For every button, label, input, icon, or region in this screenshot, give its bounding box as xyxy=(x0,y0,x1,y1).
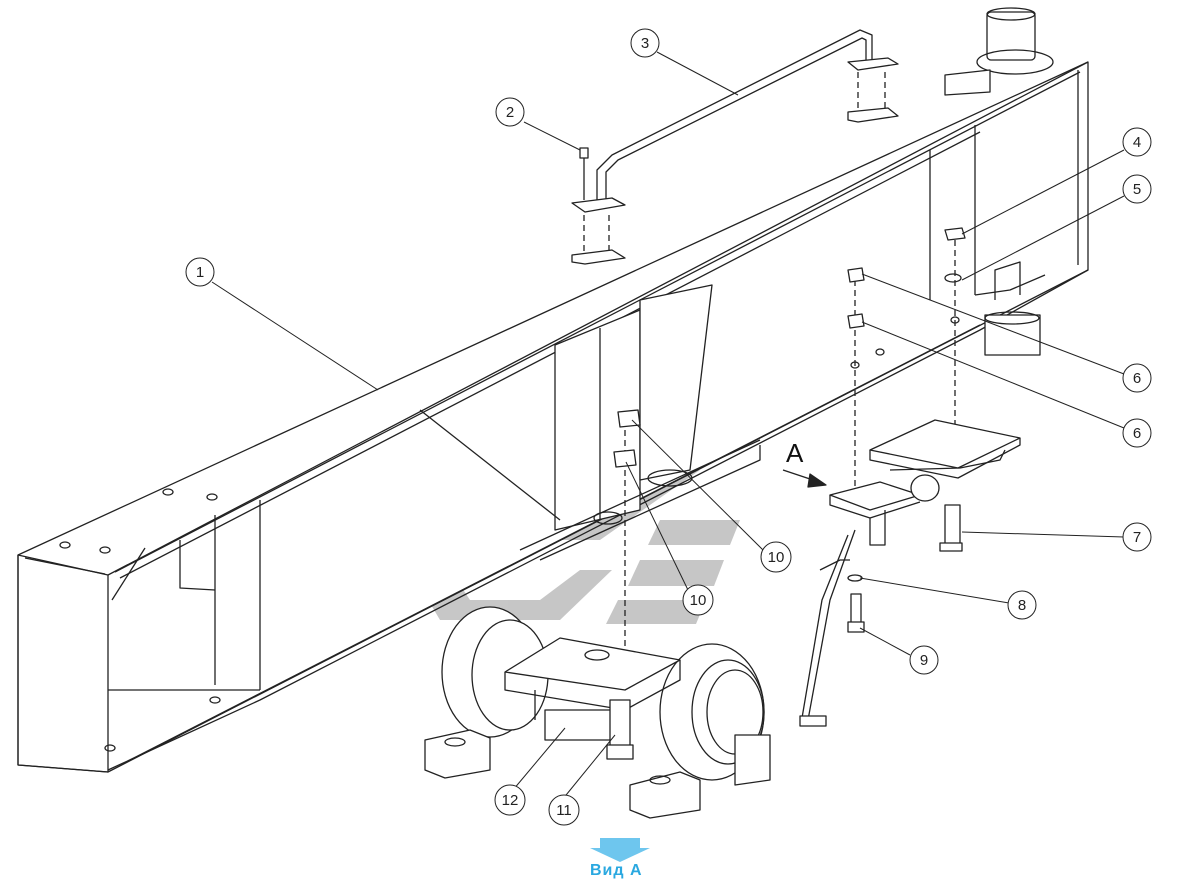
beam-holes xyxy=(59,316,960,752)
callout-5: 5 xyxy=(1122,174,1152,204)
wheel-assembly xyxy=(424,606,771,819)
bracket-assembly xyxy=(799,419,1021,727)
svg-text:10: 10 xyxy=(768,549,785,566)
callout-10b: 10 xyxy=(682,584,714,616)
svg-text:1: 1 xyxy=(196,264,204,281)
fastener-axes xyxy=(613,227,966,690)
callout-11: 11 xyxy=(548,794,580,826)
view-a-arrow xyxy=(782,469,827,488)
callouts: 1 2 3 4 5 6 6 7 8 9 10 10 11 12 xyxy=(185,28,1152,826)
pipe xyxy=(596,29,873,206)
svg-text:8: 8 xyxy=(1018,597,1026,614)
view-a-down-arrow xyxy=(590,838,650,862)
main-beam xyxy=(17,61,1089,773)
svg-text:7: 7 xyxy=(1133,529,1141,546)
svg-text:6: 6 xyxy=(1133,425,1141,442)
svg-text:12: 12 xyxy=(502,792,519,809)
callout-9: 9 xyxy=(909,645,939,675)
callout-2: 2 xyxy=(495,97,525,127)
pipe-clamps xyxy=(571,57,899,265)
callout-4: 4 xyxy=(1122,127,1152,157)
leader-lines xyxy=(211,51,1125,801)
callout-1: 1 xyxy=(185,257,215,287)
callout-3: 3 xyxy=(630,28,660,58)
callout-6a: 6 xyxy=(1122,363,1152,393)
svg-text:10: 10 xyxy=(690,592,707,609)
svg-text:4: 4 xyxy=(1133,134,1141,151)
svg-text:9: 9 xyxy=(920,652,928,669)
svg-text:6: 6 xyxy=(1133,370,1141,387)
callout-12: 12 xyxy=(494,784,526,816)
callout-7: 7 xyxy=(1122,522,1152,552)
callout-10a: 10 xyxy=(760,541,792,573)
drawing-lines xyxy=(17,7,1125,819)
svg-text:3: 3 xyxy=(641,35,649,52)
callout-6b: 6 xyxy=(1122,418,1152,448)
svg-text:5: 5 xyxy=(1133,181,1141,198)
svg-text:11: 11 xyxy=(556,802,572,819)
callout-8: 8 xyxy=(1007,590,1037,620)
view-marker-letter: A xyxy=(786,438,804,468)
motor xyxy=(944,7,1054,356)
view-a-label: Вид А xyxy=(590,862,643,879)
svg-text:2: 2 xyxy=(506,104,514,121)
